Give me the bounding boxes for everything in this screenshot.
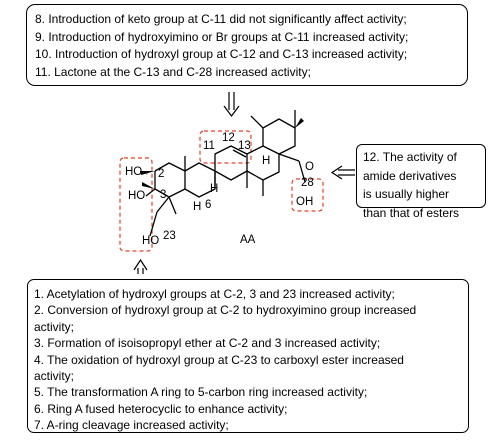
highlight-c28	[291, 178, 324, 212]
arrow-down-from-top	[223, 92, 240, 117]
highlight-ring-a	[119, 157, 153, 252]
note-7: 7. A-ring cleavage increased activity;	[34, 418, 229, 433]
note-2-cont: activity;	[34, 319, 75, 334]
label-num-13: 13	[238, 140, 251, 152]
label-num-28: 28	[301, 177, 314, 189]
note-6: 6. Ring A fused heterocyclic to enhance …	[34, 401, 288, 416]
right-note-box: 12. The activity of amide derivatives is…	[356, 144, 486, 220]
label-num-23: 23	[163, 230, 176, 242]
label-num-6: 6	[205, 199, 211, 211]
note-3: 3. Formation of isoisopropyl ether at C-…	[34, 336, 381, 351]
wedge-c2	[140, 171, 155, 175]
highlight-boxes	[119, 130, 324, 252]
skeleton-bonds	[145, 110, 306, 237]
wedge-c3	[142, 182, 155, 189]
label-ho-3: HO	[128, 190, 145, 202]
label-h-18: H	[262, 155, 270, 167]
note-1: 1. Acetylation of hydroxyl groups at C-2…	[34, 287, 395, 301]
note-8: 8. Introduction of keto group at C-11 di…	[35, 12, 407, 26]
note-11: 11. Lactone at the C-13 and C-28 increas…	[35, 64, 311, 79]
note-10: 10. Introduction of hydroxyl group at C-…	[35, 47, 408, 62]
note-4: 4. The oxidation of hydroxyl group at C-…	[34, 352, 404, 367]
note-2: 2. Conversion of hydroxyl group at C-2 t…	[34, 303, 417, 318]
label-ho-23: HO	[142, 235, 159, 247]
label-num-12: 12	[222, 132, 235, 144]
arrow-up-from-bottom	[133, 258, 148, 274]
highlight-c11-c13	[199, 130, 252, 164]
note-4-cont: activity;	[34, 369, 75, 384]
arrow-left-from-right	[330, 165, 355, 180]
compound-label: AA	[240, 234, 256, 246]
top-notes-box: 8. Introduction of keto group at C-11 di…	[26, 4, 468, 86]
wedge-methyl-20	[295, 118, 304, 128]
label-num-2: 2	[158, 168, 164, 180]
label-h-5: H	[193, 201, 201, 213]
note-12-line-3: is usually higher	[363, 187, 450, 202]
label-ho-2-hash: ,,	[142, 164, 148, 176]
note-12-line-2: amide derivatives	[363, 168, 457, 183]
note-9: 9. Introduction of hydroxyimino or Br gr…	[35, 29, 409, 44]
label-o-keto: O	[305, 161, 314, 173]
note-12-line-1: 12. The activity of	[363, 150, 457, 164]
label-num-11: 11	[203, 140, 215, 152]
bottom-notes-box: 1. Acetylation of hydroxyl groups at C-2…	[27, 279, 469, 433]
label-oh-28: OH	[296, 196, 313, 208]
note-12-line-4: than that of esters	[363, 205, 460, 220]
note-5: 5. The transformation A ring to 5-carbon…	[34, 385, 368, 400]
label-h-9: H	[210, 183, 218, 195]
label-num-3: 3	[160, 189, 166, 201]
label-ho-2: HO	[125, 166, 142, 178]
